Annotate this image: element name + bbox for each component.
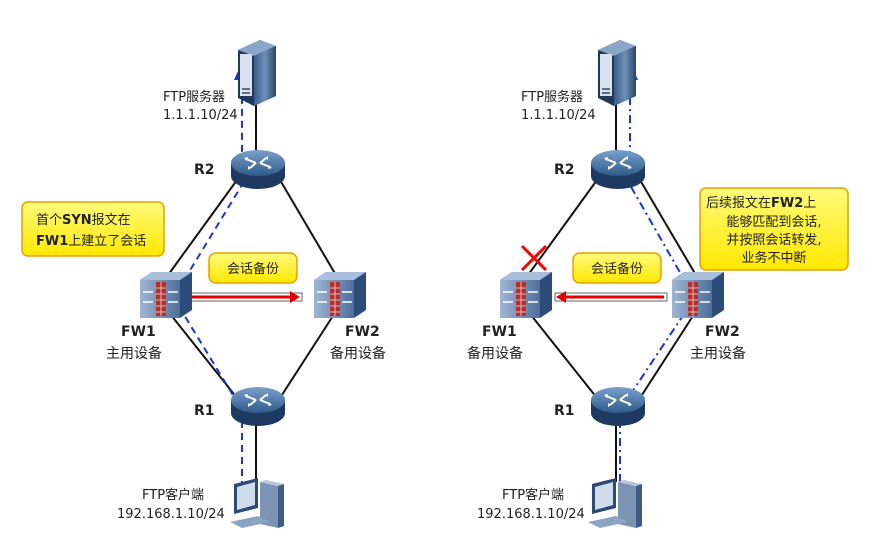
left-fw1-firewall-icon (140, 272, 192, 318)
left-fw1-name: FW1 (121, 324, 156, 340)
right-links (522, 100, 701, 482)
left-r1-router-icon (231, 387, 285, 426)
right-r2-label: R2 (554, 162, 575, 178)
left-fw2-name: FW2 (345, 324, 380, 340)
left-server-label: FTP服务器 (163, 89, 225, 105)
right-backup-callout: 会话备份 (572, 252, 662, 284)
left-pc-icon (230, 478, 284, 528)
left-backup-callout: 会话备份 (208, 252, 298, 284)
svg-text:FW1上建立了会话: FW1上建立了会话 (36, 234, 146, 249)
left-server-ip: 1.1.1.10/24 (163, 108, 238, 123)
right-r1-label: R1 (554, 403, 575, 419)
svg-text:首个SYN报文在: 首个SYN报文在 (36, 213, 131, 228)
right-fw2-firewall-icon (672, 272, 724, 318)
left-callout-line2-suffix: 上建立了会话 (68, 234, 146, 249)
left-syn-callout: 首个SYN报文在 FW1上建立了会话 (21, 201, 165, 257)
left-topology: FTP服务器 1.1.1.10/24 R2 R1 (21, 40, 386, 528)
left-fw2-firewall-icon (314, 272, 366, 318)
right-fw1-firewall-icon (500, 272, 552, 318)
left-callout-line1-bold: SYN (62, 213, 92, 228)
right-fw1-role: 备用设备 (467, 345, 523, 362)
left-r1-label: R1 (194, 403, 215, 419)
right-session-callout: 后续报文在FW2上 能够匹配到会话, 并按照会话转发, 业务不中断 (699, 187, 849, 271)
right-sync-arrow (554, 291, 668, 303)
left-fw2-role: 备用设备 (330, 345, 386, 362)
right-server-icon (598, 40, 636, 106)
left-r2-router-icon (231, 150, 285, 189)
left-callout-line1-prefix: 首个 (36, 213, 62, 228)
right-callout-line2: 能够匹配到会话, (726, 215, 821, 230)
left-server-icon (238, 40, 276, 106)
right-fw2-role: 主用设备 (690, 345, 746, 362)
right-server-ip: 1.1.1.10/24 (521, 108, 596, 123)
right-fw1-name: FW1 (482, 324, 517, 340)
svg-text:后续报文在FW2上: 后续报文在FW2上 (706, 196, 816, 211)
left-r2-label: R2 (194, 162, 215, 178)
right-failure-x-icon (520, 244, 548, 272)
right-client-ip: 192.168.1.10/24 (477, 507, 585, 522)
right-callout-line1-suffix: 上 (803, 196, 816, 211)
left-callout-line2-bold: FW1 (36, 234, 68, 249)
left-client-ip: 192.168.1.10/24 (117, 507, 225, 522)
right-r1-router-icon (591, 387, 645, 426)
right-callout-line1-bold: FW2 (771, 196, 803, 211)
left-client-label: FTP客户端 (142, 487, 204, 503)
right-topology: FTP服务器 1.1.1.10/24 R2 R1 (467, 40, 849, 528)
left-fw1-role: 主用设备 (106, 345, 162, 362)
right-r2-router-icon (591, 150, 645, 189)
right-client-label: FTP客户端 (502, 487, 564, 503)
right-fw2-name: FW2 (705, 324, 740, 340)
left-callout-line1-suffix: 报文在 (92, 213, 131, 228)
right-server-label: FTP服务器 (521, 89, 583, 105)
left-backup-label: 会话备份 (227, 261, 279, 277)
right-pc-icon (588, 478, 642, 528)
right-backup-label: 会话备份 (591, 261, 643, 277)
left-sync-arrow (189, 291, 303, 303)
right-callout-line3: 并按照会话转发, (726, 232, 821, 248)
right-callout-line1-prefix: 后续报文在 (706, 196, 771, 211)
right-callout-line4: 业务不中断 (741, 250, 806, 266)
